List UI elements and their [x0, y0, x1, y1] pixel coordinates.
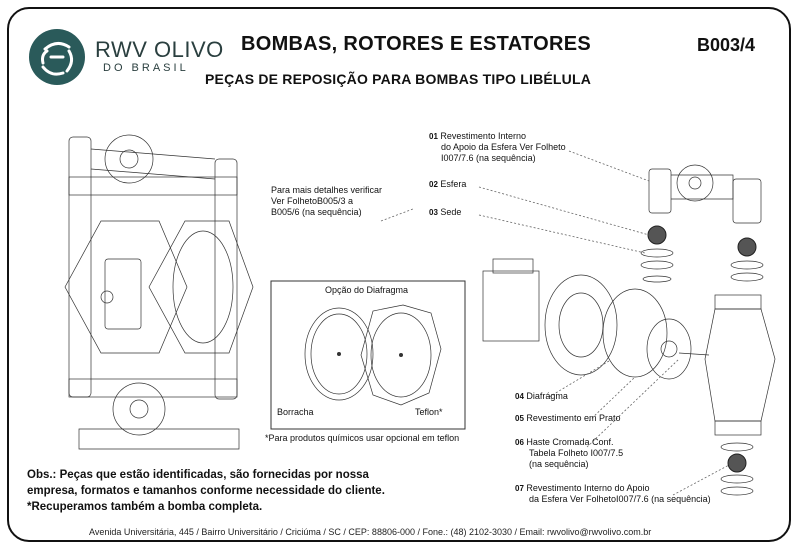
callout-03: 03 Sede: [429, 207, 462, 217]
borracha-label: Borracha: [277, 407, 314, 417]
teflon-label: Teflon*: [415, 407, 443, 417]
callout-leaders: [380, 150, 730, 496]
brand-name: RWV OLIVO: [95, 37, 224, 62]
callout-04: 04 Diafrágma: [515, 391, 568, 401]
callout-06: 06 Haste Cromada Conf. Tabela Folheto I0…: [515, 437, 624, 469]
diaphragm-option-box: [270, 280, 466, 430]
teflon-footnote: *Para produtos químicos usar opcional em…: [265, 433, 460, 443]
diaphragm-option-label: Opção do Diafragma: [325, 285, 409, 295]
callout-07: 07 Revestimento Interno do Apoio da Esfe…: [515, 483, 711, 504]
diaphragm-option-illustration: [304, 304, 442, 406]
data-sheet: RWV OLIVO DO BRASIL BOMBAS, ROTORES E ES…: [7, 7, 791, 542]
document-code: B003/4: [697, 35, 756, 55]
observation-note: Obs.: Peças que estão identificadas, são…: [27, 469, 385, 513]
logo-swirl-icon: [41, 42, 74, 76]
pump-drawings: [64, 134, 776, 496]
assembled-pump-illustration: [64, 134, 254, 450]
logo-icon: [29, 29, 85, 85]
footer-address: Avenida Universitária, 445 / Bairro Univ…: [89, 527, 652, 537]
callout-01: 01 Revestimento Interno do Apoio da Esfe…: [429, 131, 566, 163]
details-note: Para mais detalhes verificar Ver Folheto…: [271, 185, 383, 217]
page-title: BOMBAS, ROTORES E ESTATORES: [241, 33, 591, 55]
brand-subtitle: DO BRASIL: [103, 62, 189, 74]
page-subtitle: PEÇAS DE REPOSIÇÃO PARA BOMBAS TIPO LIBÉ…: [205, 71, 592, 87]
callout-05: 05 Revestimento em Prato: [515, 413, 621, 423]
exploded-view-illustration: [482, 164, 776, 496]
callout-02: 02 Esfera: [429, 179, 467, 189]
